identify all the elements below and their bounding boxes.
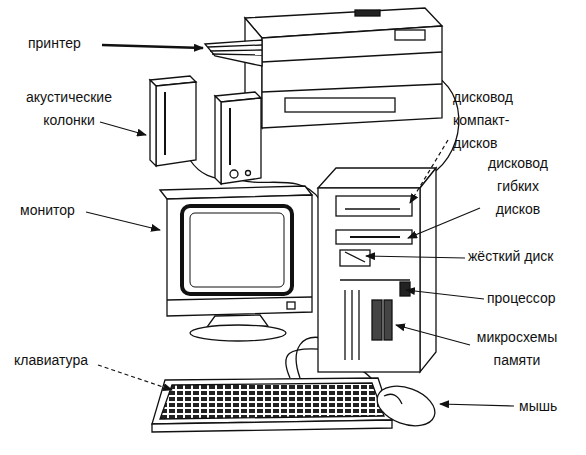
monitor-drawing	[160, 186, 312, 341]
part-label: мышь	[519, 395, 557, 418]
part-label: монитор	[20, 199, 75, 222]
system-unit-drawing	[318, 168, 436, 372]
part-label: микросхемы памяти	[468, 326, 566, 372]
leader-lines	[86, 45, 514, 406]
part-label: принтер	[28, 32, 81, 55]
speakers-drawing	[150, 76, 261, 184]
part-label: дисковод гибких дисков	[478, 152, 558, 221]
part-label: жёсткий диск	[468, 245, 553, 268]
part-label: процессор	[487, 287, 556, 310]
mouse-drawing	[372, 379, 441, 433]
part-label: дисковод компакт-дисков	[453, 86, 529, 155]
keyboard-drawing	[152, 378, 392, 432]
part-label: акустические колонки	[14, 86, 124, 132]
part-label: клавиатура	[14, 349, 88, 372]
